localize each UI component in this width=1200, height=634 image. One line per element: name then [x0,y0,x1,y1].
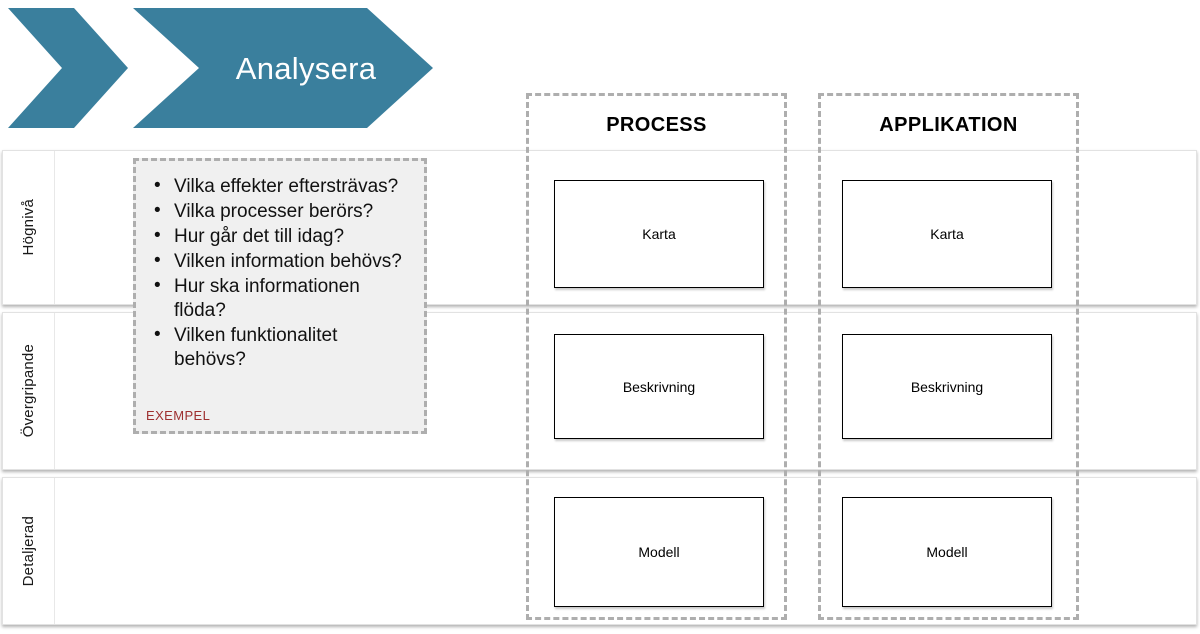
example-tag: EXEMPEL [146,408,211,423]
cell-application-overgripande[interactable]: Beskrivning [842,334,1052,439]
cell-application-hogniva[interactable]: Karta [842,180,1052,288]
column-process: PROCESS [526,93,787,620]
cell-application-detaljerad[interactable]: Modell [842,497,1052,607]
column-header-application: APPLIKATION [879,113,1018,136]
chevron-step-analysera: Analysera [133,8,433,128]
list-item: Vilken funktionalitet behövs? [146,323,414,372]
cell-process-hogniva[interactable]: Karta [554,180,764,288]
row-label-hogniva: Högnivå [3,151,55,304]
chevron-step-previous [8,8,128,128]
row-label-overgripande: Övergripande [3,313,55,469]
list-item: Vilka processer berörs? [146,199,414,224]
row-label-detaljerad: Detaljerad [3,478,55,624]
cell-process-overgripande[interactable]: Beskrivning [554,334,764,439]
row-label-text: Övergripande [20,344,37,438]
row-label-text: Högnivå [20,199,37,256]
cell-process-detaljerad[interactable]: Modell [554,497,764,607]
list-item: Vilka effekter eftersträvas? [146,174,414,199]
column-header-process: PROCESS [606,113,707,136]
example-question-list: Vilka effekter eftersträvas? Vilka proce… [146,174,414,372]
list-item: Hur går det till idag? [146,224,414,249]
row-label-text: Detaljerad [20,515,37,587]
list-item: Vilken information behövs? [146,249,414,274]
column-application: APPLIKATION [818,93,1079,620]
list-item: Hur ska informationen flöda? [146,274,414,323]
chevron-step-label: Analysera [235,50,377,86]
example-callout: Vilka effekter eftersträvas? Vilka proce… [133,158,427,434]
